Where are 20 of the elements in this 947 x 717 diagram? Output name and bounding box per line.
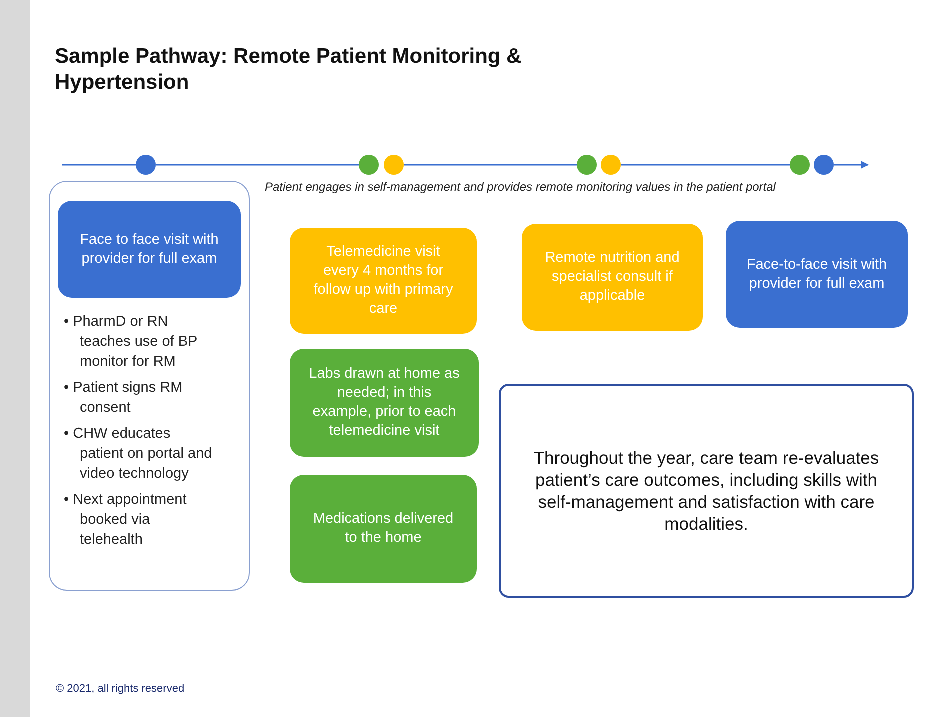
timeline-line — [621, 164, 790, 166]
bullet-item: • Patient signs RM consent — [64, 379, 184, 418]
step-box: Labs drawn at home as needed; in this example, prior to each telemedicine visit — [290, 349, 479, 457]
timeline-arrow — [834, 161, 869, 169]
timeline-line — [156, 164, 359, 166]
bullet-item: • CHW educates patient on portal and video technology — [64, 425, 214, 484]
step-box: Face-to-face visit with provider for full exam — [726, 221, 908, 328]
step-box: Remote nutrition and specialist consult if applicable — [522, 224, 703, 331]
bullet-item: • Next appointment booked via telehealth — [64, 491, 188, 550]
timeline-line — [62, 164, 136, 166]
note-box: Throughout the year, care team re-evaluates patient’s care outcomes, including skills with self-management and satisfaction with care modalities. — [499, 384, 914, 598]
timeline-caption: Patient engages in self-management and provides remote monitoring values in the patient portal — [265, 180, 778, 194]
copyright-note: © 2021, all rights reserved — [56, 683, 186, 695]
step-box: Face to face visit with provider for full exam — [58, 201, 241, 298]
bullet-item: • PharmD or RN teaches use of BP monitor for RM — [64, 313, 198, 372]
step-box: Telemedicine visit every 4 months for follow up with primary care — [290, 228, 477, 334]
step-box: Medications delivered to the home — [290, 475, 477, 583]
title: Sample Pathway: Remote Patient Monitoring & Hypertension — [55, 44, 523, 96]
step-panel — [49, 181, 250, 591]
timeline-line — [404, 164, 577, 166]
